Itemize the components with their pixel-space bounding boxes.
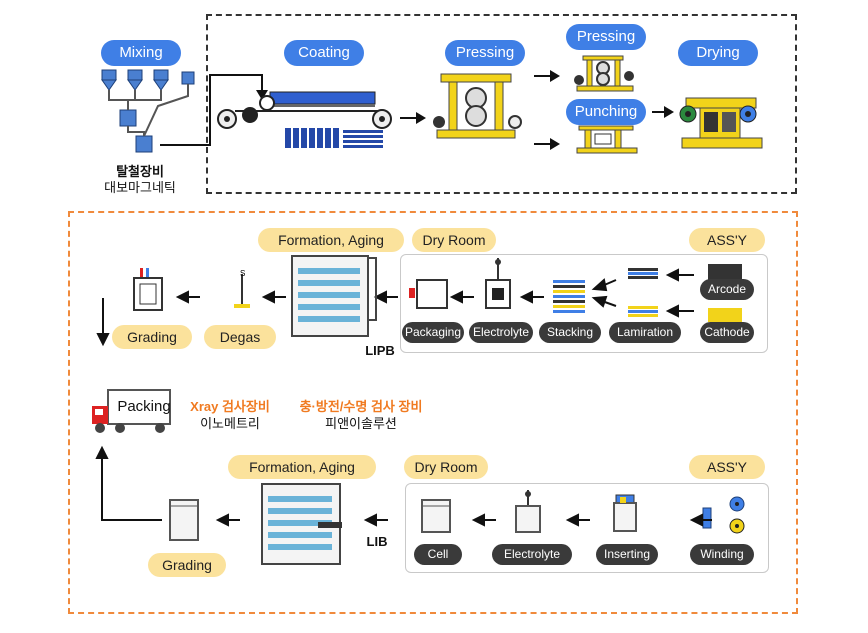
winding-icon xyxy=(702,496,745,534)
lipb-line-label: LIPB xyxy=(365,343,395,358)
lipb-dry-room-label: Dry Room xyxy=(412,228,496,252)
winding-label: Winding xyxy=(690,544,754,565)
punching-label: Punching xyxy=(566,99,646,125)
coating-machine-icon xyxy=(217,91,392,148)
electrolyte-label: Electrolyte xyxy=(469,322,533,343)
punching-machine-icon xyxy=(576,125,638,154)
packaging-icon xyxy=(409,279,448,309)
drying-machine-icon xyxy=(679,97,763,149)
cathode-label: Cathode xyxy=(700,322,754,343)
lipb-formation-rack-icon xyxy=(291,255,377,337)
xray-equipment-title: Xray 검사장비 xyxy=(190,399,270,414)
pressing-label-1: Pressing xyxy=(445,40,525,66)
mixing-label: Mixing xyxy=(101,40,181,66)
lib-electrolyte-label: Electrolyte xyxy=(492,544,572,565)
stacking-label: Stacking xyxy=(539,322,601,343)
packing-truck-icon xyxy=(92,389,171,433)
pressing-machine-small-icon xyxy=(574,55,634,92)
stacking-icon xyxy=(553,280,585,313)
degas-label: Degas xyxy=(204,325,276,349)
lib-line-label: LIB xyxy=(366,534,388,549)
lib-formation-aging-label: Formation, Aging xyxy=(228,455,376,479)
inserting-icon xyxy=(613,494,637,532)
svg-text:S: S xyxy=(240,269,245,278)
equipment-name: 탈철장비 xyxy=(116,164,164,179)
charge-company: 피앤이솔루션 xyxy=(325,416,397,431)
mixing-machine-icon xyxy=(101,69,195,153)
lamiration-label: Lamiration xyxy=(609,322,681,343)
arcode-label: Arcode xyxy=(700,279,754,300)
xray-company: 이노메트리 xyxy=(200,416,260,431)
lipb-grading-box-icon xyxy=(133,268,163,311)
lib-formation-rack-icon xyxy=(261,483,342,565)
packaging-label: Packaging xyxy=(402,322,464,343)
packing-label: Packing xyxy=(117,398,171,415)
degas-icon: S xyxy=(234,269,250,308)
lipb-grading-label: Grading xyxy=(112,325,192,349)
inserting-label: Inserting xyxy=(596,544,658,565)
lib-grading-cell-icon xyxy=(169,499,199,541)
lipb-formation-aging-label: Formation, Aging xyxy=(258,228,404,252)
lamination-stack-icon xyxy=(628,268,658,317)
cathode-cell-icon xyxy=(708,308,742,322)
pressing-machine-icon xyxy=(433,73,522,139)
company-name: 대보마그네틱 xyxy=(104,180,176,195)
lib-electrolyte-icon xyxy=(515,490,541,533)
assembly-process-frame xyxy=(68,211,798,614)
lib-dry-room-label: Dry Room xyxy=(404,455,488,479)
electrolyte-injection-icon xyxy=(485,258,511,309)
cell-label: Cell xyxy=(414,544,462,565)
electrode-process-frame xyxy=(206,14,797,194)
coating-label: Coating xyxy=(284,40,364,66)
cell-icon xyxy=(421,499,451,533)
charge-equipment-title: 충·방전/수명 검사 장비 xyxy=(299,399,423,414)
pressing-label-2: Pressing xyxy=(566,24,646,50)
lipb-assy-label: ASS'Y xyxy=(689,228,765,252)
lib-grading-label: Grading xyxy=(148,553,226,577)
drying-label: Drying xyxy=(678,40,758,66)
lib-assy-label: ASS'Y xyxy=(689,455,765,479)
